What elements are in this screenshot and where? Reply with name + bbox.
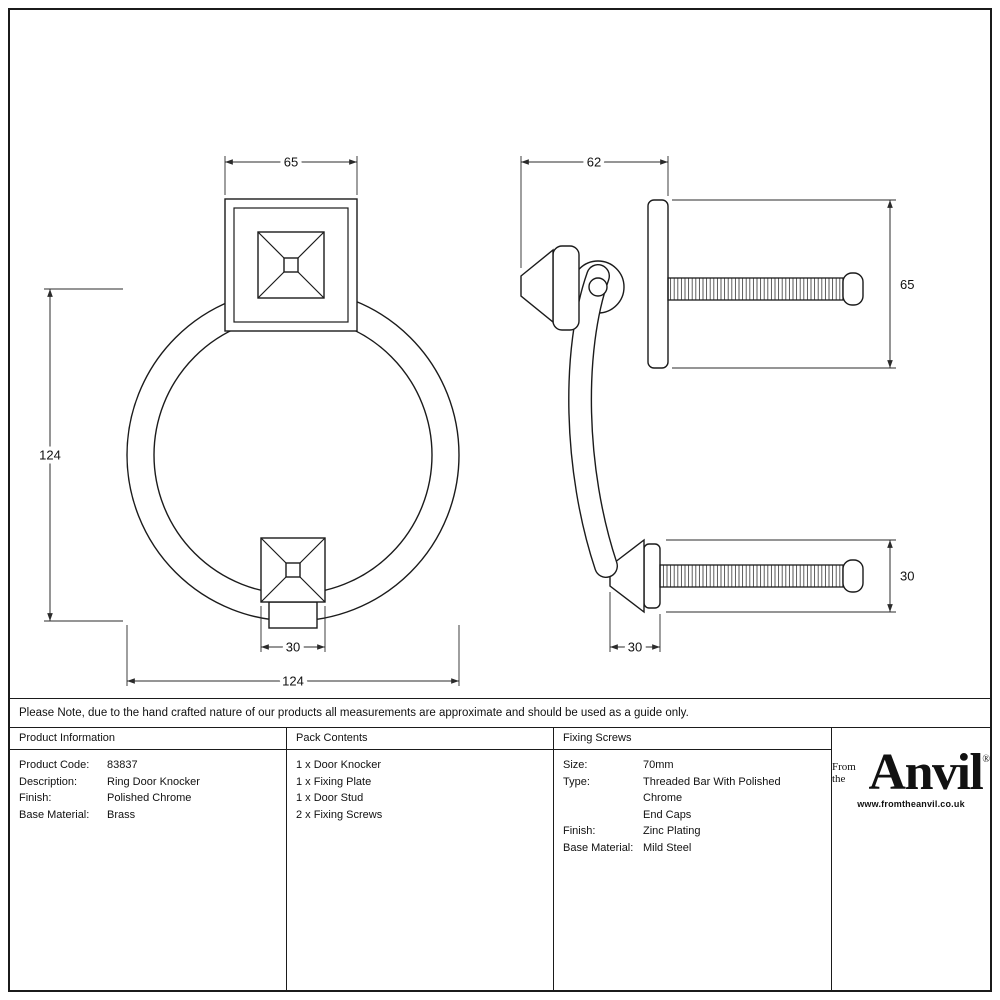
dimension-front-stud-width: 30 bbox=[260, 606, 326, 659]
list-item: 1 x Door Knocker bbox=[296, 759, 381, 771]
product-information-header: Product Information bbox=[10, 728, 286, 750]
row-label bbox=[563, 807, 643, 824]
pack-contents-column: Pack Contents 1 x Door Knocker 1 x Fixin… bbox=[287, 728, 554, 990]
knocker-ring-side bbox=[568, 260, 625, 578]
row-value: Mild Steel bbox=[643, 841, 692, 854]
row-label: Base Material: bbox=[19, 808, 90, 821]
dim-label-ring-height: 124 bbox=[39, 448, 61, 463]
technical-drawings: 65 124 30 124 bbox=[35, 151, 918, 693]
table-row: Base Material: Mild Steel bbox=[563, 840, 822, 857]
brand-logo: From the Anvil ® www.fromtheanvil.co.uk bbox=[832, 728, 990, 809]
dim-label-plate-height: 65 bbox=[900, 277, 914, 292]
row-value: Brass bbox=[107, 808, 136, 821]
knocker-ring bbox=[126, 288, 460, 622]
dim-label-stud-depth: 30 bbox=[628, 640, 642, 655]
table-row: Finish: Polished Chrome bbox=[19, 790, 277, 807]
row-label: Product Code: bbox=[19, 759, 90, 771]
table-row: Base Material: Brass bbox=[19, 807, 277, 824]
dim-label-ring-width: 124 bbox=[282, 674, 304, 689]
dim-label-plate-width: 65 bbox=[284, 155, 298, 170]
pack-contents-header: Pack Contents bbox=[287, 728, 553, 750]
brand-name: Anvil bbox=[868, 744, 984, 801]
brand-prefix: From the bbox=[832, 761, 856, 785]
backplate bbox=[224, 198, 358, 332]
dimension-front-ring-height: 124 bbox=[35, 288, 123, 622]
row-label: Base Material: bbox=[563, 841, 634, 854]
note-text: Please Note, due to the hand crafted nat… bbox=[19, 707, 689, 719]
table-row: Size: 70mm bbox=[563, 757, 822, 774]
spec-sheet: 65 124 30 124 bbox=[8, 8, 992, 992]
row-value: Zinc Plating bbox=[643, 825, 701, 837]
dim-label-projection: 62 bbox=[587, 155, 601, 170]
dim-label-stud-height: 30 bbox=[900, 569, 914, 584]
row-value: 83837 bbox=[107, 759, 138, 771]
row-label: Finish: bbox=[563, 825, 596, 837]
row-label: Size: bbox=[563, 759, 588, 771]
dimension-side-projection: 62 bbox=[520, 151, 669, 268]
front-view: 65 124 30 124 bbox=[35, 151, 460, 693]
list-item: 1 x Door Stud bbox=[296, 792, 364, 804]
table-row: Finish: Zinc Plating bbox=[563, 823, 822, 840]
dimension-side-plate-height: 65 bbox=[672, 199, 918, 369]
dimension-front-ring-width: 124 bbox=[126, 625, 460, 693]
bottom-fixing-screw bbox=[659, 559, 864, 593]
side-view: 62 65 30 30 bbox=[520, 151, 918, 659]
list-item: 2 x Fixing Screws bbox=[296, 808, 383, 821]
fixing-screws-header: Fixing Screws bbox=[554, 728, 831, 750]
brand-website: www.fromtheanvil.co.uk bbox=[857, 798, 965, 809]
row-label: Finish: bbox=[19, 792, 52, 804]
row-value: Polished Chrome bbox=[107, 792, 192, 804]
fixing-screws-column: Fixing Screws Size: 70mm Type: Threaded … bbox=[554, 728, 832, 990]
list-item: 1 x Fixing Plate bbox=[296, 775, 372, 788]
pivot-pin-cap bbox=[520, 245, 580, 331]
row-value: Ring Door Knocker bbox=[107, 775, 200, 788]
row-label: Description: bbox=[19, 775, 78, 788]
table-row: End Caps bbox=[563, 807, 822, 824]
registered-trademark-icon: ® bbox=[982, 754, 990, 765]
top-fixing-screw bbox=[667, 272, 864, 306]
fixing-plate-edge bbox=[647, 199, 669, 369]
brand-column: From the Anvil ® www.fromtheanvil.co.uk bbox=[832, 728, 990, 990]
brand-wordmark: From the Anvil ® bbox=[832, 744, 990, 801]
row-value: 70mm bbox=[643, 759, 674, 771]
product-information-column: Product Information Product Code: 83837 … bbox=[10, 728, 287, 990]
spec-table: Product Information Product Code: 83837 … bbox=[10, 728, 990, 990]
note-bar: Please Note, due to the hand crafted nat… bbox=[10, 698, 990, 728]
table-row: Product Code: 83837 bbox=[19, 757, 277, 774]
table-row: Description: Ring Door Knocker bbox=[19, 774, 277, 791]
table-row: Type: Threaded Bar With Polished Chrome bbox=[563, 774, 822, 807]
dimension-side-stud-height: 30 bbox=[666, 539, 918, 613]
door-stud-side bbox=[609, 538, 661, 614]
dimension-front-plate-width: 65 bbox=[224, 151, 358, 195]
row-label: Type: bbox=[563, 775, 590, 788]
dim-label-stud-width: 30 bbox=[286, 640, 300, 655]
row-value: Threaded Bar With Polished Chrome bbox=[643, 775, 781, 805]
door-stud bbox=[260, 537, 326, 629]
row-value: End Caps bbox=[643, 808, 692, 821]
dimension-side-stud-depth: 30 bbox=[609, 592, 661, 659]
